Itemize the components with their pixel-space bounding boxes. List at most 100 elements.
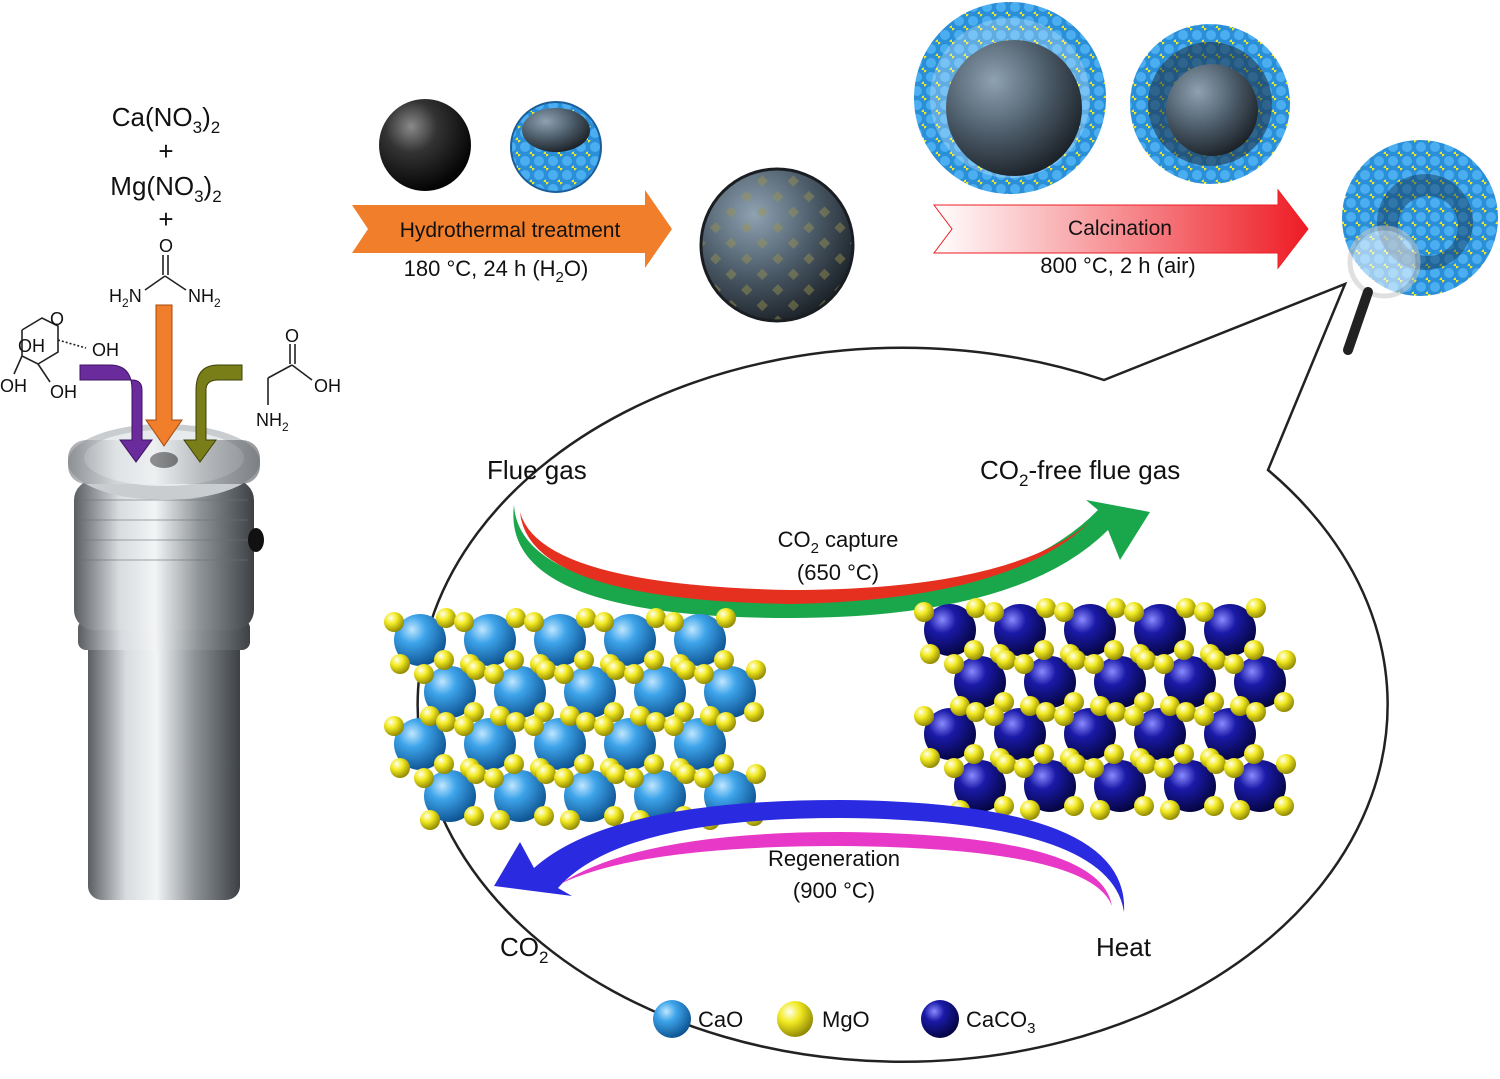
mgo-atom	[1134, 796, 1154, 816]
mgo-atom	[1160, 800, 1180, 820]
mgo-atom	[536, 660, 556, 680]
cao-atom	[564, 770, 616, 822]
mgo-atom	[1160, 696, 1180, 716]
magnifier-icon	[1343, 225, 1421, 355]
caco3-atom	[994, 708, 1046, 760]
mgo-atom	[594, 716, 614, 736]
mgo-atom	[1064, 692, 1084, 712]
mgo-atom	[1066, 754, 1086, 774]
calcination-label: Calcination	[1068, 217, 1172, 240]
mgo-atom	[1104, 744, 1124, 764]
mgo-atom	[534, 702, 554, 722]
mgo-atom	[1276, 754, 1296, 774]
mgo-atom	[1136, 650, 1156, 670]
legend: CaO MgO CaCO3	[653, 1000, 1035, 1038]
mgo-atom	[1020, 696, 1040, 716]
mgo-atom	[504, 754, 524, 774]
mgo-atom	[1274, 692, 1294, 712]
cao-atom	[464, 718, 516, 770]
mgo-atom	[644, 754, 664, 774]
mgo-atom	[994, 692, 1014, 712]
cao-atom	[424, 770, 476, 822]
yolk-shell-sphere-1	[914, 2, 1106, 194]
mgo-atom	[574, 754, 594, 774]
mgo-atom	[434, 754, 454, 774]
mgo-atom	[414, 664, 434, 684]
mgo-atom	[1230, 800, 1250, 820]
mgo-atom	[436, 608, 456, 628]
mgo-atom	[996, 754, 1016, 774]
mgo-atom	[950, 696, 970, 716]
regeneration-temperature: (900 °C)	[793, 878, 875, 903]
caco3-atom	[1204, 604, 1256, 656]
caco3-atom	[1064, 604, 1116, 656]
caco3-atom	[1164, 760, 1216, 812]
mgo-atom	[1174, 744, 1194, 764]
co2-output-label: CO2	[500, 932, 548, 967]
mgo-atom	[594, 612, 614, 632]
mgo-atom	[1230, 696, 1250, 716]
mgo-atom	[644, 650, 664, 670]
mgo-atom	[390, 758, 410, 778]
flue-gas-label: Flue gas	[487, 455, 587, 485]
mgo-atom	[1176, 598, 1196, 618]
mgo-atom	[606, 660, 626, 680]
mgo-atom	[694, 664, 714, 684]
sugar-feed-arrow	[79, 364, 153, 463]
mgo-atom	[1106, 598, 1126, 618]
mgo-atom	[384, 612, 404, 632]
sugar-hydroxyl-2: OH	[92, 340, 119, 360]
mgo-atom	[920, 644, 940, 664]
mgo-atom	[384, 716, 404, 736]
caco3-atom	[1094, 656, 1146, 708]
mgo-atom	[624, 664, 644, 684]
sugar-hydroxyl-1: OH	[18, 336, 45, 356]
mgo-atom	[914, 706, 934, 726]
cao-atom	[674, 614, 726, 666]
cao-atom	[394, 718, 446, 770]
mgo-atom	[944, 654, 964, 674]
mgo-atom	[996, 650, 1016, 670]
mgo-atom	[716, 712, 736, 732]
caco3-atom	[994, 604, 1046, 656]
caco3-atom	[924, 708, 976, 760]
mgo-atom	[676, 660, 696, 680]
mgo-atom	[746, 660, 766, 680]
mgo-atom	[1174, 640, 1194, 660]
urea-feed-arrow	[145, 304, 183, 447]
mgo-atom	[1274, 796, 1294, 816]
carbon-sphere-template	[379, 99, 471, 191]
mgo-atom	[1244, 744, 1264, 764]
mgo-atom	[1106, 702, 1126, 722]
caco3-atom	[1134, 604, 1186, 656]
mgo-atom	[944, 758, 964, 778]
mgo-atom	[454, 612, 474, 632]
caco3-mgo-lattice	[914, 598, 1296, 820]
mgo-atom	[1194, 706, 1214, 726]
mgo-atom	[1054, 602, 1074, 622]
mgo-atom	[1206, 754, 1226, 774]
mgo-atom	[630, 706, 650, 726]
mgo-atom	[984, 706, 1004, 726]
mgo-atom	[464, 806, 484, 826]
mgo-atom	[436, 712, 456, 732]
mgo-atom	[664, 716, 684, 736]
mgo-atom	[964, 744, 984, 764]
mgo-atom	[1204, 692, 1224, 712]
cao-atom	[604, 718, 656, 770]
caco3-atom	[1024, 760, 1076, 812]
mgo-atom	[1084, 654, 1104, 674]
cao-atom	[534, 614, 586, 666]
mgo-atom	[604, 702, 624, 722]
legend-cao-label: CaO	[698, 1007, 743, 1032]
caco3-atom	[1234, 656, 1286, 708]
mgo-atom	[504, 650, 524, 670]
mgo-atom	[994, 796, 1014, 816]
cao-atom	[564, 666, 616, 718]
co2-capture-temperature: (650 °C)	[797, 560, 879, 585]
mgo-atom	[574, 650, 594, 670]
mgo-atom	[524, 612, 544, 632]
cao-atom	[494, 666, 546, 718]
mgo-atom	[1176, 702, 1196, 722]
yolk-shell-sphere-2	[1130, 24, 1290, 184]
